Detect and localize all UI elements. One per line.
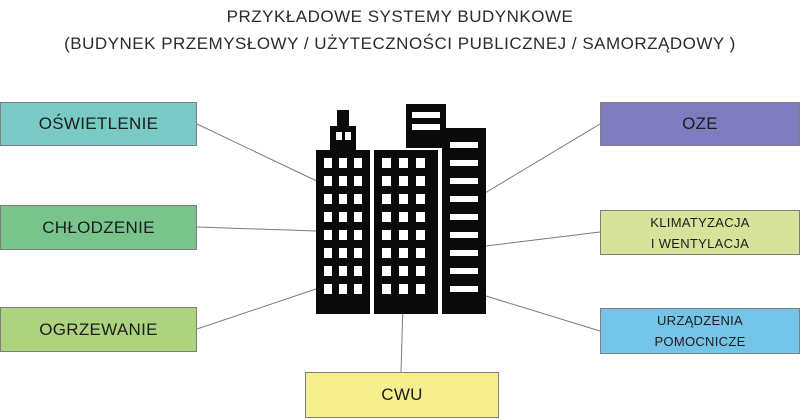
window [324, 158, 332, 168]
window [450, 196, 478, 202]
window [382, 248, 391, 258]
connector-klimatyzacja [485, 231, 601, 247]
connector-urzadzenia [485, 295, 601, 332]
window [324, 248, 332, 258]
window [382, 212, 391, 222]
window [450, 178, 478, 184]
window [339, 194, 347, 204]
window [354, 176, 362, 186]
window [324, 266, 332, 276]
window [324, 212, 332, 222]
window [399, 266, 408, 276]
window [450, 232, 478, 238]
window [339, 230, 347, 240]
label-oze: OZE [682, 114, 718, 133]
window [339, 176, 347, 186]
box-chlodzenie[interactable]: CHŁODZENIE [0, 205, 197, 250]
window [382, 230, 391, 240]
window [382, 194, 391, 204]
diagram-title-line2: (BUDYNEK PRZEMYSŁOWY / UŻYTECZNOŚCI PUBL… [64, 34, 736, 53]
window [382, 284, 391, 294]
window [399, 230, 408, 240]
window [354, 194, 362, 204]
window [324, 194, 332, 204]
window [412, 124, 440, 130]
window [450, 214, 478, 220]
building-left-crown [330, 126, 356, 154]
window [354, 230, 362, 240]
window [416, 212, 425, 222]
box-cwu[interactable]: CWU [305, 372, 499, 418]
window [382, 176, 391, 186]
window [399, 194, 408, 204]
window [382, 158, 391, 168]
connector-ogrzewanie [196, 288, 317, 330]
window [416, 176, 425, 186]
window [416, 284, 425, 294]
window [450, 142, 478, 148]
connector-cwu [400, 303, 404, 373]
window [354, 284, 362, 294]
window [450, 160, 478, 166]
box-oze[interactable]: OZE [600, 102, 800, 146]
window [324, 176, 332, 186]
connector-chlodzenie [196, 226, 317, 232]
office-buildings-icon [316, 104, 486, 314]
box-klimatyzacja[interactable]: KLIMATYZACJA I WENTYLACJA [600, 210, 800, 255]
diagram-title-line1: PRZYKŁADOWE SYSTEMY BUDYNKOWE [226, 7, 574, 26]
window [450, 250, 478, 256]
window [399, 176, 408, 186]
window [324, 230, 332, 240]
window [450, 268, 478, 274]
label-oswietlenie: OŚWIETLENIE [38, 114, 159, 133]
window [354, 248, 362, 258]
window [324, 284, 332, 294]
box-oswietlenie[interactable]: OŚWIETLENIE [0, 102, 197, 146]
window [412, 112, 440, 118]
connector-oze [479, 123, 601, 197]
window [416, 158, 425, 168]
window [450, 286, 478, 292]
window [399, 284, 408, 294]
window [336, 132, 342, 140]
window [354, 266, 362, 276]
window [339, 248, 347, 258]
window [399, 212, 408, 222]
label-cwu: CWU [381, 385, 423, 404]
window [382, 266, 391, 276]
connector-oswietlenie [196, 123, 324, 185]
label-urzadzenia-line1: URZĄDZENIA [656, 313, 744, 328]
window [416, 248, 425, 258]
box-urzadzenia[interactable]: URZĄDZENIA POMOCNICZE [600, 308, 800, 354]
window [399, 248, 408, 258]
window [339, 266, 347, 276]
building-left-spire [337, 110, 349, 128]
label-chlodzenie: CHŁODZENIE [42, 217, 155, 237]
label-ogrzewanie: OGRZEWANIE [39, 319, 158, 339]
label-klimatyzacja-line2: I WENTYLACJA [650, 235, 750, 251]
window [354, 212, 362, 222]
window [339, 158, 347, 168]
window [354, 158, 362, 168]
window [345, 132, 351, 140]
window [339, 212, 347, 222]
label-klimatyzacja-line1: KLIMATYZACJA [650, 214, 750, 230]
box-ogrzewanie[interactable]: OGRZEWANIE [0, 307, 197, 352]
window [399, 158, 408, 168]
window [416, 266, 425, 276]
window [339, 284, 347, 294]
window [416, 194, 425, 204]
window [416, 230, 425, 240]
building-right-tower [442, 128, 486, 314]
label-urzadzenia-line2: POMOCNICZE [654, 334, 746, 349]
